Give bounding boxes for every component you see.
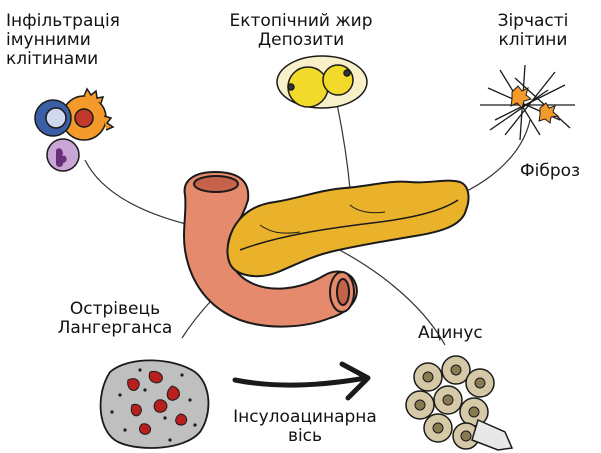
islet-icon [101,360,209,448]
label-immune-line-3: клітинами [6,50,120,69]
immune-cells-icon [35,89,113,171]
label-islet-of-langerhans: Острівець Лангерганса [50,300,180,338]
right-arrow-icon [235,364,368,398]
label-axis-line-1: Інсулоацинарна [225,408,385,427]
label-fat-line-1: Ектопічний жир [226,12,376,31]
label-stellate-line-1: Зірчасті [478,12,588,31]
label-ectopic-fat: Ектопічний жир Депозити [226,12,376,50]
label-islet-line-2: Лангерганса [50,319,180,338]
label-immune-infiltration: Інфільтрація імунними клітинами [6,12,120,69]
pancreas [227,181,468,277]
label-immune-line-2: імунними [6,31,120,50]
fat-droplets-icon [277,56,367,108]
label-stellate-line-2: клітини [478,31,588,50]
acinus-icon [406,356,512,450]
label-acinus: Ацинус [418,324,483,343]
label-islet-line-1: Острівець [50,300,180,319]
label-insulo-acinar-axis: Інсулоацинарна вісь [225,408,385,446]
label-stellate-cells: Зірчасті клітини [478,12,588,50]
label-fibrosis: Фіброз [520,162,580,181]
label-axis-line-2: вісь [225,427,385,446]
label-fat-line-2: Депозити [226,31,376,50]
label-immune-line-1: Інфільтрація [6,12,120,31]
